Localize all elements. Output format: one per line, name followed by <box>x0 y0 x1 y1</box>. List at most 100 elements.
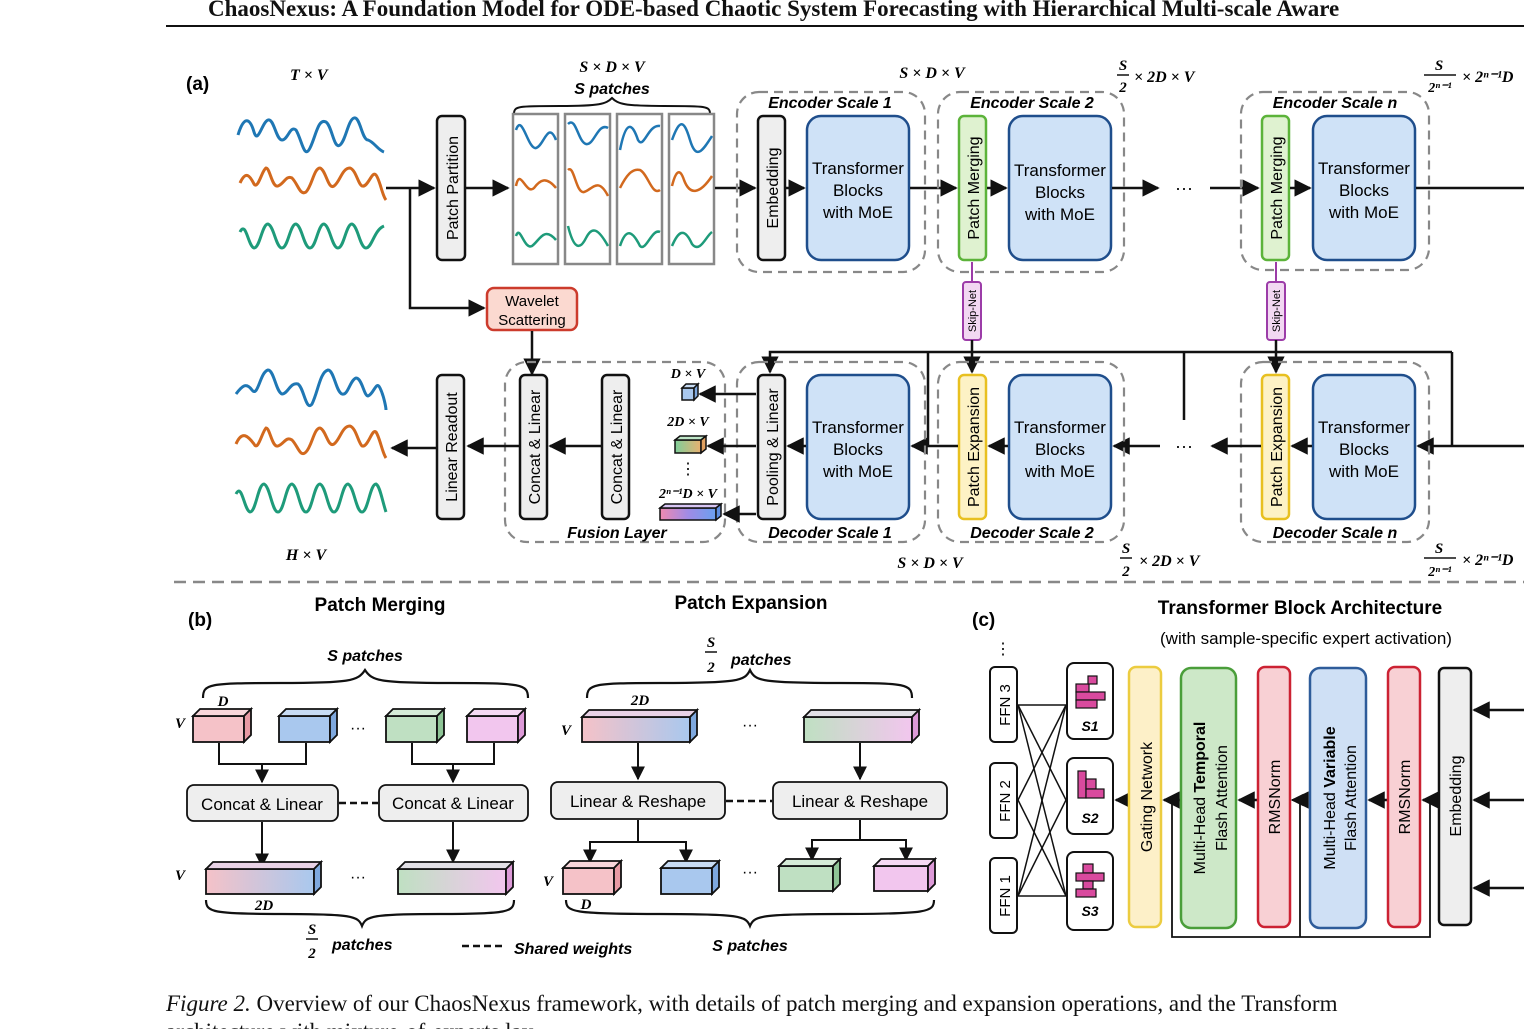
concat-linear-outer-label: Concat & Linear <box>527 389 544 504</box>
svg-text:Multi-Head Variable: Multi-Head Variable <box>1322 726 1339 869</box>
encoder-scale-n-label: Encoder Scale n <box>1273 95 1398 112</box>
input-series <box>236 116 388 250</box>
patch-3 <box>615 112 664 266</box>
panel-c-title: Transformer Block Architecture <box>1158 598 1442 619</box>
skip-net-2: Skip-Net <box>962 262 982 374</box>
encoder-scale-n-container <box>1239 90 1431 272</box>
arrow-input-to-wavelet <box>408 188 486 317</box>
expand-dim-V-bottom: V <box>543 874 555 890</box>
decoder-dim-scale-n: S 2ⁿ⁻¹ × 2ⁿ⁻¹D <box>1424 541 1514 580</box>
panel-b-label: (b) <box>188 610 212 631</box>
decoder-n-transformer: Transformer Blocks with MoE <box>1311 373 1417 521</box>
patch-merging-title: Patch Merging <box>315 595 446 616</box>
merge-cube-blue <box>276 706 340 745</box>
svg-text:FFN 2: FFN 2 <box>997 780 1014 822</box>
expand-bottom-brace <box>564 899 936 929</box>
expand-top-brace <box>585 667 914 699</box>
merge-concat-linear-1 <box>186 784 339 822</box>
patch-merging-label: Patch Merging <box>966 136 983 239</box>
input-dim-label: T × V <box>290 67 329 84</box>
svg-text:···: ··· <box>742 717 758 734</box>
svg-text:with MoE: with MoE <box>1328 203 1399 222</box>
pooling-linear-box <box>756 373 787 521</box>
merge-concat-linear-2 <box>378 784 529 822</box>
output-dim-label: H × V <box>285 547 328 564</box>
svg-text:with MoE: with MoE <box>1024 205 1095 224</box>
output-series-blue <box>234 368 388 411</box>
svg-text:× 2ⁿ⁻¹D: × 2ⁿ⁻¹D <box>1462 552 1514 569</box>
patch-count-label: S patches <box>574 81 650 98</box>
embedding-label: Embedding <box>765 148 782 229</box>
svg-text:Transformer: Transformer <box>1318 418 1410 437</box>
svg-text:S: S <box>1435 541 1443 557</box>
temporal-attention: Multi-Head Temporal Flash Attention <box>1179 666 1238 930</box>
patch-4 <box>667 112 716 266</box>
fusion-dim-1: D × V <box>670 367 707 382</box>
fusion-cube-2 <box>672 434 709 455</box>
linear-readout-label: Linear Readout <box>444 392 461 502</box>
svg-text:S: S <box>707 635 715 651</box>
output-series-orange <box>234 424 388 459</box>
merge-input-cubes: ··· <box>190 706 528 745</box>
merge-s-patches-label: S patches <box>327 648 403 665</box>
sample-s3: S3 <box>1066 851 1114 931</box>
decoder-dim-scale-2: S 2 × 2D × V <box>1120 541 1201 580</box>
svg-text:Blocks: Blocks <box>833 440 883 459</box>
svg-text:S: S <box>1119 58 1127 74</box>
svg-text:Gating Network: Gating Network <box>1139 741 1156 852</box>
encoder-dim-scale-1: S × D × V <box>899 65 966 82</box>
panel-a-label: (a) <box>186 74 209 95</box>
svg-text:···: ··· <box>742 864 758 881</box>
caption-line-2: architecture with mixture-of-experts lay… <box>166 1019 549 1029</box>
concat-linear-inner-label: Concat & Linear <box>609 389 626 504</box>
svg-text:Linear & Reshape: Linear & Reshape <box>792 792 928 811</box>
merge-dim-D: D <box>217 694 229 710</box>
bar-chart-icon <box>1077 770 1105 799</box>
svg-text:Transformer: Transformer <box>1014 418 1106 437</box>
ffn-3: FFN 3 <box>989 666 1018 743</box>
encoder-1-transformer: Transformer Blocks with MoE <box>805 114 911 262</box>
caption-prefix: Figure 2. <box>166 991 251 1016</box>
svg-text:RMSNorm: RMSNorm <box>1397 760 1414 835</box>
expand-linear-reshape-2 <box>772 781 948 820</box>
svg-text:with MoE: with MoE <box>1328 462 1399 481</box>
svg-text:Flash Attention: Flash Attention <box>1343 745 1360 851</box>
svg-text:Blocks: Blocks <box>1339 181 1389 200</box>
pooling-linear-label: Pooling & Linear <box>765 388 782 506</box>
patch-expansion-title: Patch Expansion <box>674 593 827 614</box>
expand-linear-reshape-1 <box>550 781 726 820</box>
decoder-2-patch-expansion <box>957 373 988 521</box>
svg-text:···: ··· <box>350 720 366 737</box>
merge-out-cube-2 <box>395 859 516 897</box>
svg-text:Patch Merging: Patch Merging <box>1269 136 1286 239</box>
merge-top-brace <box>201 667 530 699</box>
expand-s-patches-label: S patches <box>712 938 788 955</box>
expand-out-cube-lilac <box>871 856 938 894</box>
expand-output-cubes: ··· <box>560 856 938 897</box>
patches-group <box>511 112 716 266</box>
patch-2 <box>563 112 612 266</box>
svg-text:2ⁿ⁻¹: 2ⁿ⁻¹ <box>1427 81 1451 96</box>
svg-text:patches: patches <box>331 937 393 954</box>
decoder-scale-2-label: Decoder Scale 2 <box>970 525 1094 542</box>
svg-text:S2: S2 <box>1081 810 1098 826</box>
merge-cube-lilac <box>464 706 528 745</box>
encoder-scale-2-label: Encoder Scale 2 <box>970 95 1094 112</box>
expand-half-patches-label: S 2 patches <box>705 635 792 676</box>
svg-text:Wavelet: Wavelet <box>505 293 559 310</box>
encoder-dim-scale-n: S 2ⁿ⁻¹ × 2ⁿ⁻¹D <box>1424 58 1514 96</box>
encoder-scale-1-container <box>735 90 927 274</box>
decoder-2-transformer: Transformer Blocks with MoE <box>1007 373 1113 521</box>
encoder-dim-scale-2: S 2 × 2D × V <box>1117 58 1196 96</box>
fusion-layer-container <box>503 360 727 544</box>
expand-dim-D: D <box>580 897 592 913</box>
wavelet-scattering: Wavelet Scattering <box>485 286 579 332</box>
panel-c-subtitle: (with sample-specific expert activation) <box>1160 629 1452 648</box>
encoder-scale-1-label: Encoder Scale 1 <box>768 95 892 112</box>
fusion-vdots: ⋮ <box>680 461 696 478</box>
ffn-vdots: ⋮ <box>995 641 1011 658</box>
transformer-label-line2: Blocks <box>833 181 883 200</box>
decoder-scale-1-container <box>735 360 927 544</box>
